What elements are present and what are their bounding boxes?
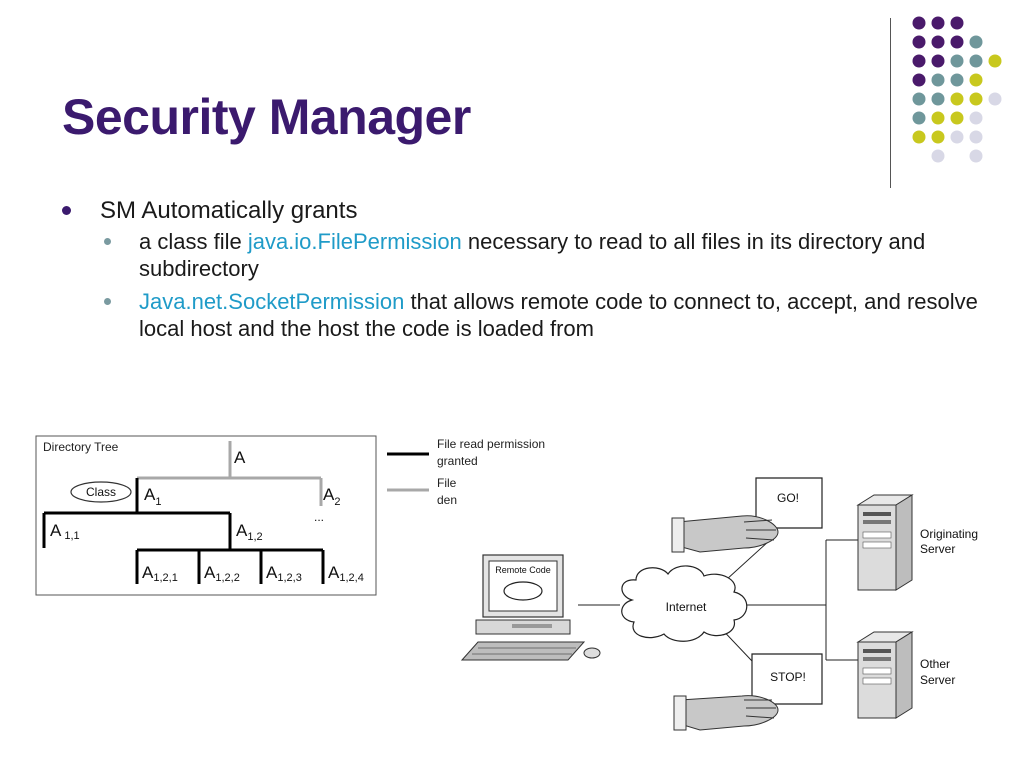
sub-bullet-socket-permission: Java.net.SocketPermission that allows re… xyxy=(100,288,979,342)
tree-ellipsis: ... xyxy=(314,510,324,524)
sub-bullet-1-pre: a class file xyxy=(139,229,248,254)
hand-go-icon xyxy=(671,515,779,553)
directory-tree-caption: Directory Tree xyxy=(43,440,119,454)
sub-bullet-dot-icon xyxy=(104,238,111,245)
remote-code-label: Remote Code xyxy=(495,565,551,575)
remote-computer-icon xyxy=(460,554,601,661)
sub-bullet-1-post: necessary to read to all files in its di… xyxy=(139,229,926,281)
decor-dot xyxy=(950,35,964,49)
originating-server-icon xyxy=(856,494,914,591)
internet-label: Internet xyxy=(666,600,707,614)
decor-dot xyxy=(988,54,1002,68)
decor-dot xyxy=(950,73,964,87)
title-divider-line xyxy=(890,18,891,188)
stop-label: STOP! xyxy=(770,670,806,684)
legend-denied-line1: File xyxy=(437,476,457,490)
decor-dot xyxy=(931,54,945,68)
decor-dot xyxy=(969,130,983,144)
bullet-list: SM Automatically grants a class file jav… xyxy=(62,196,982,348)
network-diagram: Internet Remote Code GO! STOP! xyxy=(460,477,978,731)
decor-dot xyxy=(969,92,983,106)
legend-granted-line1: File read permission xyxy=(437,437,545,451)
decor-dot xyxy=(969,35,983,49)
slide-title: Security Manager xyxy=(62,89,471,145)
decor-dot xyxy=(912,111,926,125)
decor-dot xyxy=(912,16,926,30)
sub-bullet-dot-icon xyxy=(104,298,111,305)
other-server-label-2: Server xyxy=(920,673,955,687)
other-server-icon xyxy=(856,631,914,719)
go-sign xyxy=(755,477,823,529)
tree-node-a2: A2 xyxy=(323,485,340,508)
legend-granted-line2: granted xyxy=(437,454,478,468)
other-server-label-1: Other xyxy=(920,657,950,671)
decor-dot xyxy=(931,111,945,125)
decor-dot xyxy=(931,149,945,163)
decorative-dot-grid xyxy=(912,16,1002,163)
stop-sign xyxy=(751,653,823,705)
decor-dot xyxy=(950,54,964,68)
decor-dot xyxy=(931,16,945,30)
decor-dot xyxy=(912,35,926,49)
tree-node-a123: A1,2,3 xyxy=(266,563,302,584)
decor-dot xyxy=(950,92,964,106)
decor-dot xyxy=(969,111,983,125)
tree-node-a122: A1,2,2 xyxy=(204,563,240,584)
go-label: GO! xyxy=(777,491,799,505)
legend-denied-line2: den xyxy=(437,493,457,507)
decor-dot xyxy=(950,111,964,125)
decor-dot xyxy=(950,16,964,30)
decor-dot xyxy=(950,130,964,144)
decor-dot xyxy=(912,92,926,106)
directory-tree-frame xyxy=(35,435,377,596)
decor-dot xyxy=(912,54,926,68)
hand-stop-icon xyxy=(673,695,779,731)
bullet-main-text: SM Automatically grants xyxy=(100,197,358,224)
bullet-main: SM Automatically grants a class file jav… xyxy=(62,196,982,342)
decor-dot xyxy=(931,130,945,144)
bullet-dot-icon xyxy=(62,206,71,215)
sub-bullet-2-post: that allows remote code to connect to, a… xyxy=(139,289,978,341)
decor-dot xyxy=(969,73,983,87)
decor-dot xyxy=(931,73,945,87)
originating-server-label-1: Originating xyxy=(920,527,978,541)
class-oval xyxy=(70,481,132,503)
decor-dot xyxy=(912,130,926,144)
tree-node-a12: A1,2 xyxy=(236,521,263,543)
internet-cloud-icon xyxy=(621,565,748,642)
class-label: Class xyxy=(86,485,116,499)
originating-server-label-2: Server xyxy=(920,542,955,556)
tree-node-root: A xyxy=(234,448,246,467)
decor-dot xyxy=(931,35,945,49)
sub-bullet-list: a class file java.io.FilePermission nece… xyxy=(100,228,982,342)
decor-dot xyxy=(969,149,983,163)
decor-dot xyxy=(912,73,926,87)
sub-bullet-1-highlight: java.io.FilePermission xyxy=(247,229,462,254)
tree-node-a121: A1,2,1 xyxy=(142,563,178,584)
decor-dot xyxy=(931,92,945,106)
tree-node-a124: A1,2,4 xyxy=(328,563,364,584)
sub-bullet-file-permission: a class file java.io.FilePermission nece… xyxy=(100,228,979,282)
decor-dot xyxy=(969,54,983,68)
decor-dot xyxy=(988,92,1002,106)
sub-bullet-2-highlight: Java.net.SocketPermission xyxy=(139,289,405,314)
tree-node-a1: A1 xyxy=(144,485,161,508)
